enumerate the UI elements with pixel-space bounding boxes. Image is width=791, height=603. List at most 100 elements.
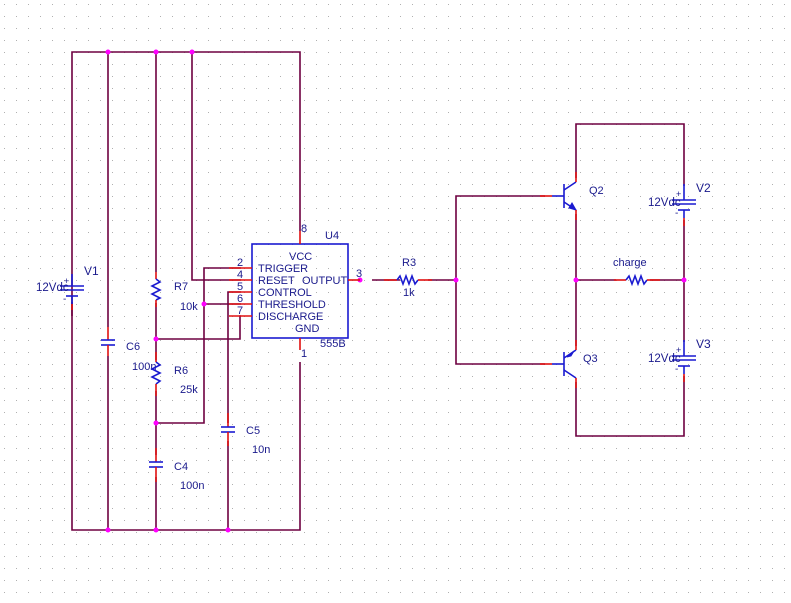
battery-v2[interactable]: + - V2 12Vdc bbox=[648, 181, 711, 226]
grid-dot bbox=[4, 100, 5, 101]
resistor-r6[interactable]: R6 25k bbox=[150, 352, 198, 396]
grid-dot bbox=[460, 280, 461, 281]
grid-dot bbox=[40, 364, 41, 365]
battery-v3[interactable]: + - V3 12Vdc bbox=[648, 337, 711, 382]
battery-v1[interactable]: + - V1 12Vdc bbox=[36, 264, 99, 310]
grid-dot bbox=[268, 316, 269, 317]
grid-dot bbox=[280, 532, 281, 533]
grid-dot bbox=[208, 544, 209, 545]
v2-minus: - bbox=[675, 208, 678, 219]
grid-dot bbox=[628, 508, 629, 509]
grid-dot bbox=[760, 292, 761, 293]
grid-dot bbox=[544, 460, 545, 461]
wire-trigger-threshold[interactable] bbox=[156, 267, 241, 424]
grid-dot bbox=[568, 256, 569, 257]
grid-dot bbox=[148, 580, 149, 581]
resistor-charge[interactable]: charge bbox=[613, 257, 660, 287]
grid-dot bbox=[52, 496, 53, 497]
grid-dot bbox=[76, 544, 77, 545]
grid-dot bbox=[232, 100, 233, 101]
grid-dot bbox=[124, 592, 125, 593]
junction bbox=[105, 49, 111, 55]
wire-top-rail[interactable] bbox=[71, 51, 301, 316]
grid-dot bbox=[664, 100, 665, 101]
grid-dot bbox=[4, 160, 5, 161]
grid-dot bbox=[544, 76, 545, 77]
grid-dot bbox=[472, 580, 473, 581]
grid-dot bbox=[496, 76, 497, 77]
grid-dot bbox=[652, 400, 653, 401]
grid-dot bbox=[52, 232, 53, 233]
grid-dot bbox=[568, 424, 569, 425]
grid-dot bbox=[304, 436, 305, 437]
grid-dot bbox=[568, 244, 569, 245]
grid-dot bbox=[604, 508, 605, 509]
grid-dot bbox=[292, 280, 293, 281]
capacitor-c6[interactable]: C6 100n bbox=[101, 327, 156, 373]
grid-dot bbox=[460, 160, 461, 161]
grid-dot bbox=[712, 520, 713, 521]
grid-dot bbox=[532, 316, 533, 317]
wire-q2-collector-v2[interactable] bbox=[575, 123, 685, 186]
grid-dot bbox=[40, 472, 41, 473]
grid-dot bbox=[412, 4, 413, 5]
grid-dot bbox=[352, 184, 353, 185]
grid-dot bbox=[184, 388, 185, 389]
grid-dot bbox=[712, 268, 713, 269]
grid-dot bbox=[328, 520, 329, 521]
capacitor-c4[interactable]: C4 100n bbox=[149, 448, 204, 492]
grid-dot bbox=[436, 28, 437, 29]
wire-bottom-rail[interactable] bbox=[71, 302, 301, 531]
wire-q3-collector-v3[interactable] bbox=[575, 376, 685, 437]
grid-dot bbox=[784, 196, 785, 197]
grid-dot bbox=[16, 316, 17, 317]
grid-dot bbox=[712, 592, 713, 593]
grid-dot bbox=[364, 76, 365, 77]
wire-q3-base[interactable] bbox=[455, 280, 545, 365]
grid-dot bbox=[352, 568, 353, 569]
grid-dot bbox=[4, 16, 5, 17]
grid-dot bbox=[700, 160, 701, 161]
grid-dot bbox=[688, 16, 689, 17]
grid-dot bbox=[352, 64, 353, 65]
grid-dot bbox=[676, 64, 677, 65]
grid-dot bbox=[208, 76, 209, 77]
capacitor-c5[interactable]: C5 10n bbox=[221, 413, 270, 456]
grid-dot bbox=[484, 556, 485, 557]
grid-dot bbox=[580, 28, 581, 29]
grid-dot bbox=[28, 340, 29, 341]
grid-dot bbox=[628, 88, 629, 89]
resistor-r3[interactable]: R3 1k bbox=[384, 257, 432, 299]
grid-dot bbox=[388, 256, 389, 257]
grid-dot bbox=[400, 28, 401, 29]
grid-dot bbox=[652, 52, 653, 53]
transistor-q2[interactable]: Q2 bbox=[540, 172, 604, 220]
grid-dot bbox=[244, 220, 245, 221]
wire-reset[interactable] bbox=[191, 52, 241, 281]
grid-dot bbox=[568, 484, 569, 485]
grid-dot bbox=[196, 16, 197, 17]
grid-dot bbox=[364, 16, 365, 17]
grid-dot bbox=[484, 136, 485, 137]
grid-dot bbox=[388, 508, 389, 509]
grid-dot bbox=[580, 268, 581, 269]
grid-dot bbox=[676, 160, 677, 161]
grid-dot bbox=[220, 148, 221, 149]
resistor-r7[interactable]: R7 10k bbox=[150, 272, 198, 313]
grid-dot bbox=[64, 220, 65, 221]
grid-dot bbox=[52, 556, 53, 557]
grid-dot bbox=[256, 292, 257, 293]
timer-ic-u4[interactable]: 2 4 5 6 7 8 1 3 VCC TRIGGER RESET OUTPUT… bbox=[229, 223, 362, 360]
wire-q2-base[interactable] bbox=[455, 195, 545, 280]
grid-dot bbox=[412, 412, 413, 413]
grid-dot bbox=[328, 580, 329, 581]
grid-dot bbox=[472, 100, 473, 101]
grid-dot bbox=[400, 100, 401, 101]
grid-dot bbox=[268, 592, 269, 593]
grid-dot bbox=[340, 196, 341, 197]
grid-dot bbox=[460, 460, 461, 461]
grid-dot bbox=[724, 424, 725, 425]
grid-dot bbox=[664, 520, 665, 521]
transistor-q3[interactable]: Q3 bbox=[540, 340, 598, 388]
grid-dot bbox=[568, 520, 569, 521]
